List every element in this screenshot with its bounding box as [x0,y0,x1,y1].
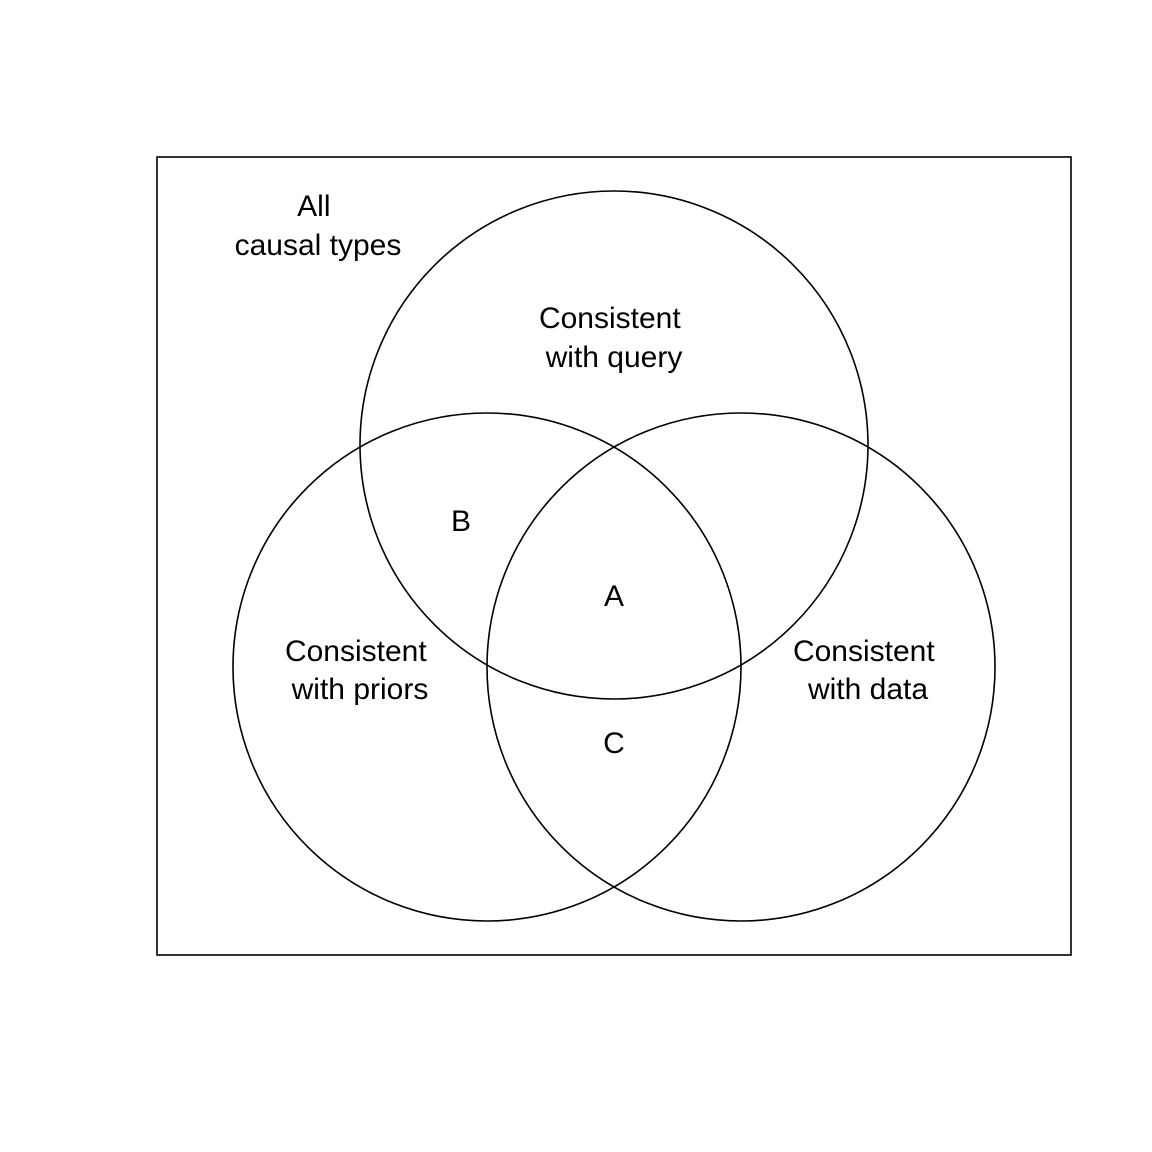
region-b-label: B [451,505,471,538]
data-label-line1: Consistent [793,635,935,668]
universe-box [156,156,1072,956]
priors-label-line2: with priors [291,673,429,706]
universe-label-line1: All [297,190,330,223]
query-label: Consistent with query [539,302,689,374]
priors-label-line1: Consistent [285,635,427,668]
universe-label-line2: causal types [235,229,402,262]
universe-label: All causal types [235,190,402,262]
region-a-label: A [604,580,624,613]
data-label: Consistent with data [793,635,943,706]
query-label-line1: Consistent [539,302,681,335]
query-circle [359,190,869,700]
query-label-line2: with query [545,341,683,374]
data-circle [486,412,996,922]
region-c-label: C [603,727,625,760]
priors-circle [232,412,742,922]
data-label-line2: with data [807,673,928,706]
priors-label: Consistent with priors [285,635,435,706]
